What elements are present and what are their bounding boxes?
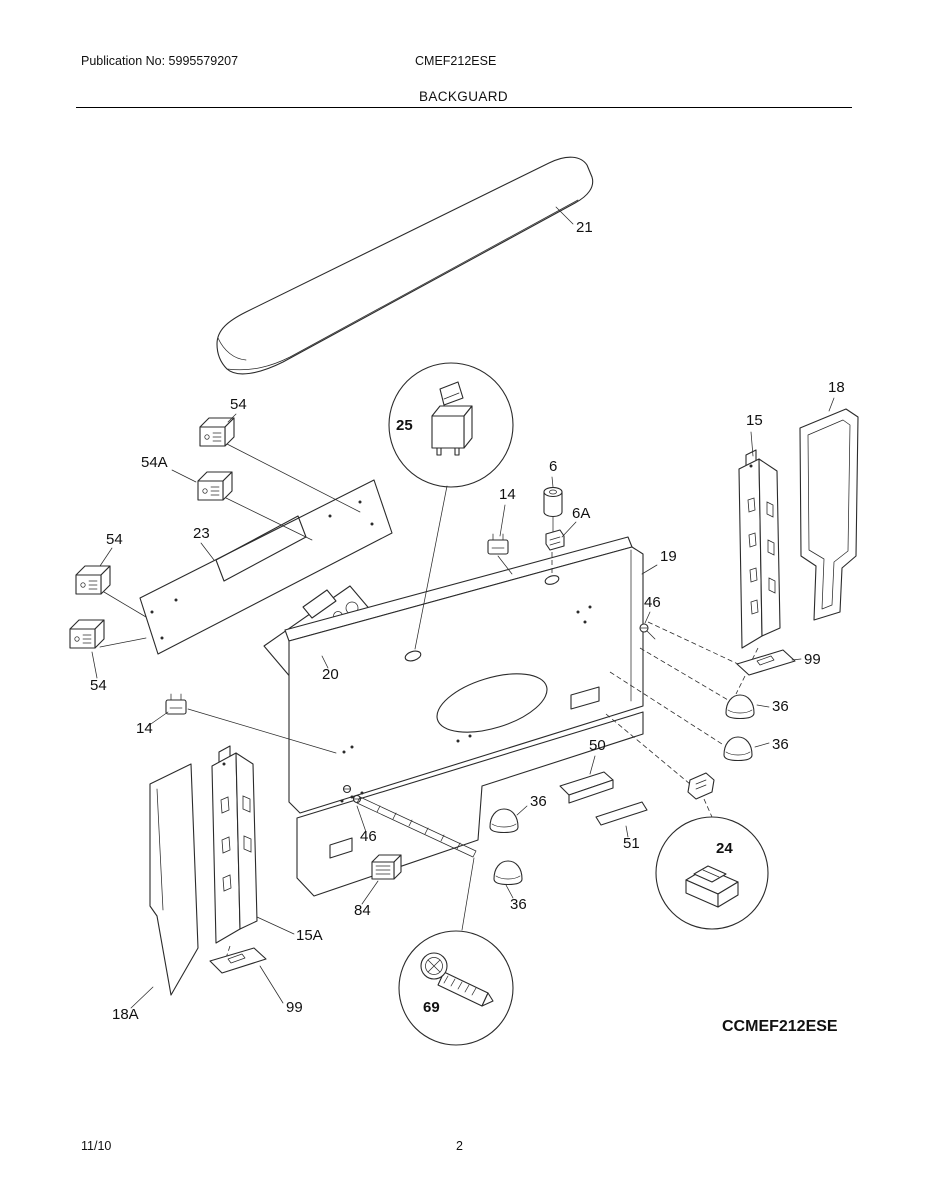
detail-circle-25-relay: [388, 362, 514, 650]
part-84-switch: [371, 854, 402, 880]
part-label-15: 15: [746, 412, 763, 429]
part-14-switch-left: [165, 693, 187, 715]
part-36-knob-m1: [489, 808, 519, 834]
part-label-51: 51: [623, 835, 640, 852]
part-label-18A: 18A: [112, 1006, 139, 1023]
part-label-20: 20: [322, 666, 339, 683]
part-long-bolt: [356, 796, 477, 931]
part-label-54-low: 54: [90, 677, 107, 694]
assembly-line: [735, 675, 746, 695]
leader-14-top: [497, 555, 513, 575]
part-label-6: 6: [549, 458, 557, 475]
part-23-rear-panel: [139, 479, 393, 655]
part-label-50: 50: [589, 737, 606, 754]
assembly-line: [609, 671, 723, 745]
part-15A-side-bracket: [211, 745, 258, 944]
part-label-6A: 6A: [572, 505, 590, 522]
leader-54-top: [226, 443, 361, 513]
part-21-backguard-cover: [216, 156, 594, 375]
part-54-switch-low: [69, 619, 105, 649]
part-label-21: 21: [576, 219, 593, 236]
part-99-bracket-bottom: [209, 947, 267, 974]
detail-circle-69-screw: [398, 930, 514, 1046]
part-6A-clip: [545, 529, 565, 551]
part-36-knob-r2: [723, 736, 753, 762]
part-label-15A: 15A: [296, 927, 323, 944]
part-24-plug: [687, 772, 715, 818]
header-rule: [76, 107, 852, 108]
part-14-switch-top: [487, 533, 509, 555]
publication-number: Publication No: 5995579207: [81, 54, 239, 68]
part-label-14-left: 14: [136, 720, 153, 737]
part-label-24: 24: [716, 840, 733, 857]
leader-54A: [225, 497, 313, 541]
part-label-36-m2: 36: [510, 896, 527, 913]
detail-circle-24-rocker-switch: [655, 816, 769, 930]
part-46-screws-mid: [342, 784, 362, 804]
part-label-54-top: 54: [230, 396, 247, 413]
model-variant-label: CCMEF212ESE: [722, 1018, 838, 1035]
assembly-line: [647, 621, 739, 665]
part-54-switch-top: [199, 417, 235, 447]
part-50-plate: [559, 771, 614, 804]
part-46-screw-right: [639, 623, 656, 640]
assembly-line: [639, 647, 729, 701]
part-label-18: 18: [828, 379, 845, 396]
part-label-36-m1: 36: [530, 793, 547, 810]
section-title: BACKGUARD: [418, 89, 509, 104]
part-label-69: 69: [423, 999, 440, 1016]
part-label-36-r1: 36: [772, 698, 789, 715]
part-99-bracket-right: [736, 649, 796, 676]
part-label-46-mid: 46: [360, 828, 377, 845]
part-36-knob-r1: [725, 694, 755, 720]
part-54A-switch: [197, 471, 233, 501]
part-18A-side-panel: [149, 763, 199, 996]
assembly-line: [751, 647, 759, 661]
part-15-side-bracket: [738, 449, 781, 649]
part-18-gasket: [799, 408, 859, 621]
part-label-99-bottom: 99: [286, 999, 303, 1016]
part-label-54A: 54A: [141, 454, 168, 471]
part-label-36-r2: 36: [772, 736, 789, 753]
part-6-cylinder: [543, 486, 563, 518]
label-leaders: [91, 206, 835, 1009]
footer-page-number: 2: [456, 1139, 463, 1153]
leader-14-left: [187, 708, 337, 754]
part-label-19: 19: [660, 548, 677, 565]
assembly-line: [605, 713, 691, 785]
part-label-23: 23: [193, 525, 210, 542]
part-36-knob-m2: [493, 860, 523, 886]
part-label-46-right: 46: [644, 594, 661, 611]
leader-54-low: [99, 637, 147, 648]
part-54-switch-mid: [75, 565, 111, 595]
part-label-14-top: 14: [499, 486, 516, 503]
part-19-backguard-body: [284, 536, 644, 897]
part-label-54-mid: 54: [106, 531, 123, 548]
model-number: CMEF212ESE: [415, 54, 497, 68]
footer-date: 11/10: [81, 1139, 112, 1153]
leader-54-mid: [103, 591, 147, 618]
part-51-strip: [595, 801, 648, 826]
part-label-84: 84: [354, 902, 371, 919]
part-label-25: 25: [396, 417, 413, 434]
part-label-99-right: 99: [804, 651, 821, 668]
